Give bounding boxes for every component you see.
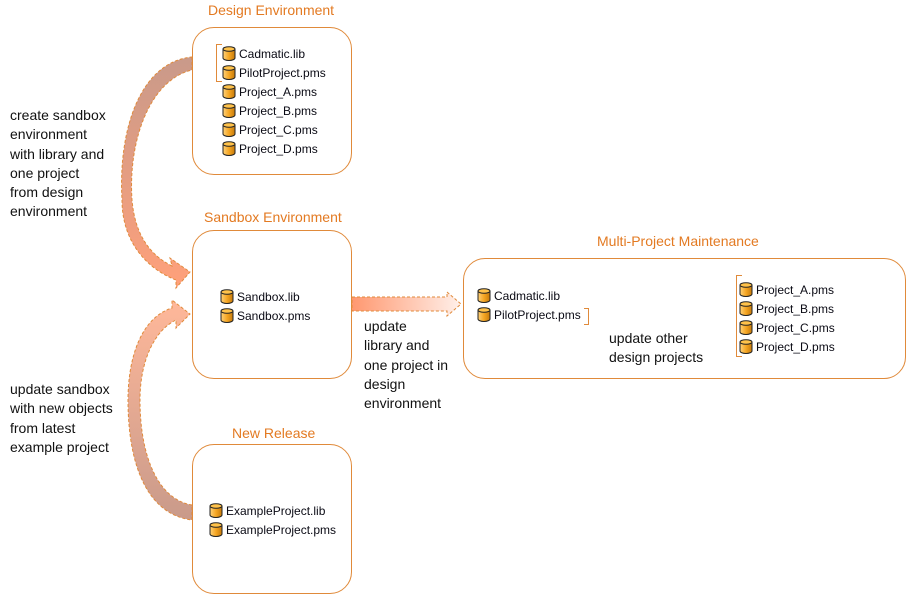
update-other-projects-note: update other design projects xyxy=(609,329,703,368)
file-name: Project_C.pms xyxy=(756,320,835,335)
note-line: update sandbox xyxy=(10,381,110,397)
note-line: environment xyxy=(364,395,442,412)
database-icon xyxy=(477,288,494,303)
note-line: with library and xyxy=(10,145,105,162)
file-item: Project_A.pms xyxy=(739,280,834,299)
file-item: Project_C.pms xyxy=(222,120,318,139)
note-line: environment xyxy=(10,203,88,220)
database-icon xyxy=(209,503,226,518)
database-icon xyxy=(222,122,239,137)
file-item: Project_C.pms xyxy=(739,318,835,337)
design-environment-title: Design Environment xyxy=(208,2,335,18)
note-line: from design xyxy=(10,184,84,201)
multi-project-title: Multi-Project Maintenance xyxy=(597,233,759,249)
file-name: ExampleProject.lib xyxy=(226,503,326,518)
file-item: Cadmatic.lib xyxy=(222,44,305,63)
file-item: Project_B.pms xyxy=(222,101,317,120)
note-line: one project xyxy=(10,164,80,181)
file-name: Project_B.pms xyxy=(239,103,318,118)
file-item: Project_A.pms xyxy=(222,82,317,101)
database-icon xyxy=(739,282,756,297)
database-icon xyxy=(477,307,494,322)
note-line: update xyxy=(364,318,407,334)
database-icon xyxy=(220,289,237,304)
sandbox-environment-title: Sandbox Environment xyxy=(204,209,342,225)
file-name: Project_D.pms xyxy=(239,141,318,156)
brace xyxy=(736,275,742,357)
update-design-arrow xyxy=(351,290,462,318)
database-icon xyxy=(222,103,239,118)
note-line: from latest xyxy=(10,419,76,436)
note-line: library and xyxy=(364,337,430,354)
file-name: Project_A.pms xyxy=(756,282,835,297)
file-name: Project_C.pms xyxy=(239,122,318,137)
sandbox-environment-box xyxy=(192,230,352,379)
file-item: PilotProject.pms xyxy=(222,63,326,82)
create-sandbox-arrow xyxy=(121,56,193,290)
brace xyxy=(216,44,222,82)
database-icon xyxy=(220,308,237,323)
new-release-box xyxy=(192,444,352,594)
file-name: Cadmatic.lib xyxy=(239,46,306,61)
file-item: ExampleProject.lib xyxy=(209,501,325,520)
database-icon xyxy=(222,84,239,99)
file-item: Cadmatic.lib xyxy=(477,286,560,305)
database-icon xyxy=(209,522,226,537)
note-line: environment xyxy=(10,126,88,143)
file-name: Cadmatic.lib xyxy=(494,288,561,303)
file-name: ExampleProject.pms xyxy=(226,522,337,537)
file-item: Project_D.pms xyxy=(222,139,318,158)
design-environment-box xyxy=(192,27,352,175)
note-line: update other xyxy=(609,330,688,346)
update-sandbox-note: update sandbox with new objects from lates… xyxy=(10,380,113,457)
create-sandbox-note: create sandbox environment with library an… xyxy=(10,106,106,222)
update-sandbox-arrow xyxy=(127,298,193,521)
database-icon xyxy=(222,141,239,156)
file-name: Project_D.pms xyxy=(756,339,835,354)
file-item: Project_D.pms xyxy=(739,337,835,356)
file-item: Project_B.pms xyxy=(739,299,834,318)
file-item: ExampleProject.pms xyxy=(209,520,336,539)
database-icon xyxy=(739,320,756,335)
file-item: Sandbox.pms xyxy=(220,306,310,325)
file-name: Sandbox.pms xyxy=(237,308,311,323)
database-icon xyxy=(739,339,756,354)
note-line: create sandbox xyxy=(10,107,106,123)
file-name: PilotProject.pms xyxy=(494,307,581,322)
note-line: design xyxy=(364,375,406,392)
database-icon xyxy=(222,46,239,61)
new-release-title: New Release xyxy=(232,425,316,441)
database-icon xyxy=(739,301,756,316)
file-item: Sandbox.lib xyxy=(220,287,300,306)
note-line: example project xyxy=(10,438,109,455)
file-item: PilotProject.pms xyxy=(477,305,581,324)
database-icon xyxy=(222,65,239,80)
note-line: with new objects xyxy=(10,400,113,417)
update-design-note: update library and one project in design env… xyxy=(364,317,448,413)
file-name: PilotProject.pms xyxy=(239,65,326,80)
multi-project-box xyxy=(463,258,906,379)
file-name: Project_B.pms xyxy=(756,301,835,316)
file-name: Project_A.pms xyxy=(239,84,318,99)
note-line: design projects xyxy=(609,349,704,366)
file-name: Sandbox.lib xyxy=(237,289,300,304)
note-line: one project in xyxy=(364,356,449,373)
brace xyxy=(584,308,589,325)
